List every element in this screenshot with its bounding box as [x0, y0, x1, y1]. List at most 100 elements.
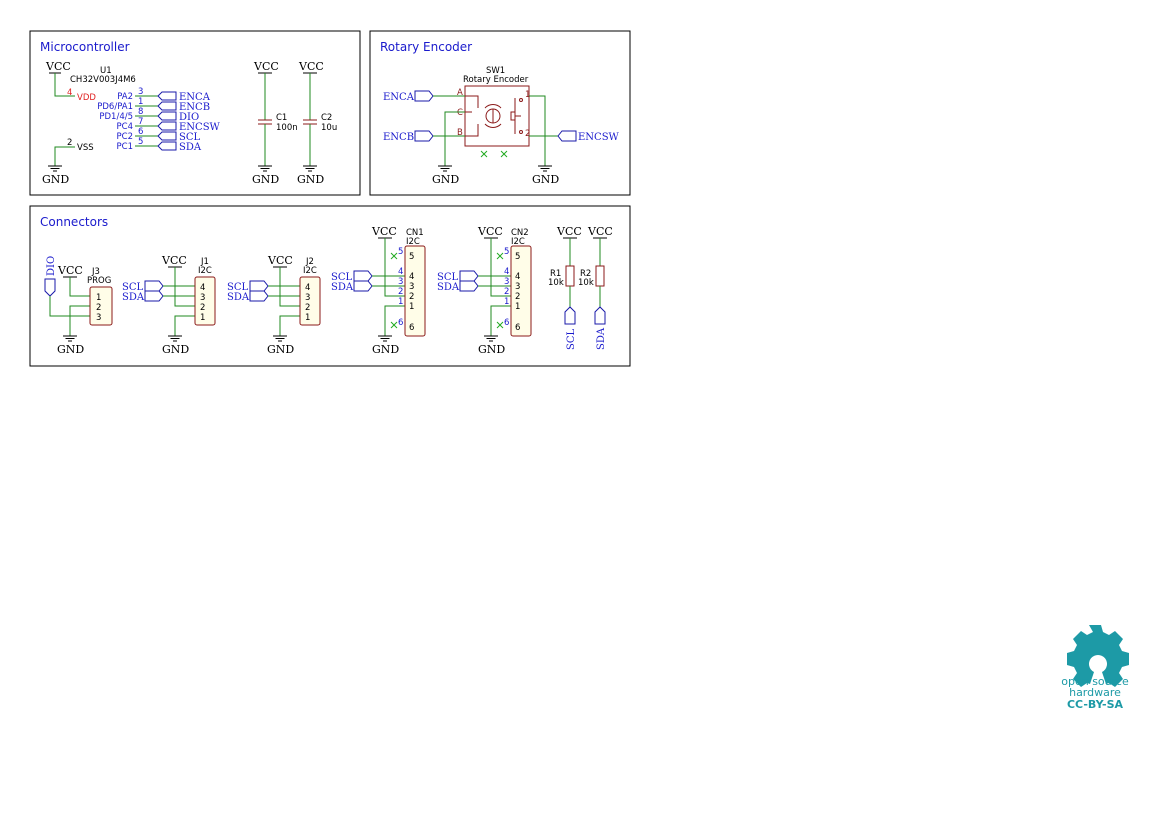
u1-pin-number-3: 8: [138, 107, 143, 117]
c1-reference: C1: [276, 113, 287, 123]
cn1-value: I2C: [406, 237, 420, 247]
section-title-encoder: Rotary Encoder: [380, 40, 472, 54]
logo-text-line2: hardware: [1069, 686, 1121, 699]
r2-power-vcc: VCC: [587, 225, 613, 238]
u1-pin-number-5: 6: [138, 127, 143, 137]
u1-pin-number-2: 1: [138, 97, 143, 107]
cn1-reference: CN1: [406, 228, 424, 238]
j2-pin-3: 3: [305, 293, 310, 303]
sw1-net-encb: ENCB: [383, 132, 414, 143]
connectors-section: Connectors DIO VCC GND J3 PROG 1 2 3 SCL…: [29, 205, 631, 367]
resistor-r1: VCC SCL R1 10k: [548, 225, 582, 350]
cn2-power-vcc: VCC: [477, 225, 503, 238]
j2-pin-4: 4: [305, 283, 310, 293]
oshw-logo: open source hardware CC-BY-SA: [1061, 625, 1129, 711]
sw1-pin-b: B: [457, 128, 463, 138]
j3-value: PROG: [87, 276, 111, 286]
cn1-pin-name-5: 5: [409, 252, 414, 262]
j1-reference: J1: [200, 257, 209, 267]
cn1-pin-num-5: 5: [398, 247, 403, 257]
j1-power-vcc: VCC: [161, 254, 187, 267]
u1-pin-name-4: PC4: [117, 122, 133, 132]
connector-j3: DIO VCC GND J3 PROG 1 2 3: [44, 256, 113, 356]
sw1-reference: SW1: [486, 66, 505, 76]
cn1-pin-num-4: 4: [398, 267, 403, 277]
sw1-pin-c: C: [457, 108, 463, 118]
net-label-encsw: ENCSW: [179, 122, 221, 133]
cn1-pin-num-3: 3: [398, 277, 403, 287]
cn1-pin-num-2: 2: [398, 287, 403, 297]
cn2-pin-name-2: 2: [515, 292, 520, 302]
j2-power-vcc: VCC: [267, 254, 293, 267]
cn1-pin-name-4: 4: [409, 272, 414, 282]
j1-value: I2C: [198, 266, 212, 276]
u1-pin-name-3: PD1/4/5: [99, 112, 133, 122]
u1-pin-list: PA2 PD6/PA1 PD1/4/5 PC4 PC2 PC1 3 1 8 7 …: [97, 87, 220, 153]
sw1-power-gnd-right: GND: [532, 173, 559, 186]
u1-pin-name-vss: VSS: [77, 143, 94, 153]
capacitor-c1: VCC GND C1 100n: [252, 60, 298, 186]
encoder-frame: [369, 30, 631, 196]
r2-value: 10k: [578, 278, 594, 288]
u1-pin-name-6: PC1: [117, 142, 133, 152]
cn2-net-scl: SCL: [437, 272, 459, 283]
power-label-gnd: GND: [42, 173, 69, 186]
j3-power-vcc: VCC: [57, 264, 83, 277]
u1-pin-number-vss: 2: [67, 138, 72, 148]
cn2-pin-name-5: 5: [515, 252, 520, 262]
cn2-pin-num-2: 2: [504, 287, 509, 297]
cn2-pin-num-1: 1: [504, 297, 509, 307]
cn2-reference: CN2: [511, 228, 529, 238]
cn2-net-sda: SDA: [437, 282, 460, 293]
sw1-net-encsw: ENCSW: [578, 132, 620, 143]
j2-pin-2: 2: [305, 303, 310, 313]
connector-j1: SCL SDA VCC GND J1 I2C 4 3 2 1: [122, 254, 216, 356]
cn1-net-sda: SDA: [331, 282, 354, 293]
connector-cn1: VCC SCL SDA GND CN1 I2C 5 4 3 2 1 6 5 4: [331, 225, 426, 356]
u1-pin-name-5: PC2: [117, 132, 133, 142]
cn2-pin-num-3: 3: [504, 277, 509, 287]
connectors-frame: [29, 205, 631, 367]
power-label-vcc: VCC: [45, 60, 71, 73]
encoder-section: Rotary Encoder SW1 Rotary Encoder A C B …: [369, 30, 631, 196]
cn1-pin-name-3: 3: [409, 282, 414, 292]
cn1-pin-name-2: 2: [409, 292, 414, 302]
cn1-net-scl: SCL: [331, 272, 353, 283]
cn2-pin-num-6: 6: [504, 318, 509, 328]
gear-icon: [1067, 625, 1129, 687]
c1-power-vcc: VCC: [253, 60, 279, 73]
net-label-enca: ENCA: [179, 92, 211, 103]
net-label-sda: SDA: [179, 142, 202, 153]
j2-pin-1: 1: [305, 313, 310, 323]
u1-value: CH32V003J4M6: [70, 75, 136, 85]
j3-net-dio: DIO: [46, 256, 57, 276]
c1-value: 100n: [276, 123, 298, 133]
microcontroller-section: Microcontroller VCC 4 VDD 2 VSS GND U1 C…: [29, 30, 361, 196]
j2-power-gnd: GND: [267, 343, 294, 356]
r1-value: 10k: [548, 278, 564, 288]
u1-pin-name-2: PD6/PA1: [97, 102, 133, 112]
sw1-pin-a: A: [457, 88, 463, 98]
j2-reference: J2: [305, 257, 314, 267]
capacitor-c2: VCC GND C2 10u: [297, 60, 337, 186]
net-label-scl: SCL: [179, 132, 201, 143]
r2-net-sda: SDA: [596, 327, 607, 350]
j1-pin-3: 3: [200, 293, 205, 303]
cn1-pin-name-1: 1: [409, 302, 414, 312]
cn2-pin-name-4: 4: [515, 272, 520, 282]
c2-power-gnd: GND: [297, 173, 324, 186]
cn2-pin-name-1: 1: [515, 302, 520, 312]
j1-pin-2: 2: [200, 303, 205, 313]
j1-net-scl: SCL: [122, 282, 144, 293]
connector-cn2: VCC SCL SDA GND CN2 I2C 5 4 3 2 1 6 5 4: [437, 225, 532, 356]
u1-pin-number-6: 5: [138, 137, 143, 147]
r1-reference: R1: [550, 269, 561, 279]
sw1-pin-1: 1: [525, 90, 530, 100]
r1-net-scl: SCL: [566, 328, 577, 350]
j3-pin-1: 1: [96, 293, 101, 303]
j3-pin-2: 2: [96, 303, 101, 313]
sw1-power-gnd-left: GND: [432, 173, 459, 186]
j3-pin-3: 3: [96, 313, 101, 323]
j2-net-scl: SCL: [227, 282, 249, 293]
j2-net-sda: SDA: [227, 292, 250, 303]
